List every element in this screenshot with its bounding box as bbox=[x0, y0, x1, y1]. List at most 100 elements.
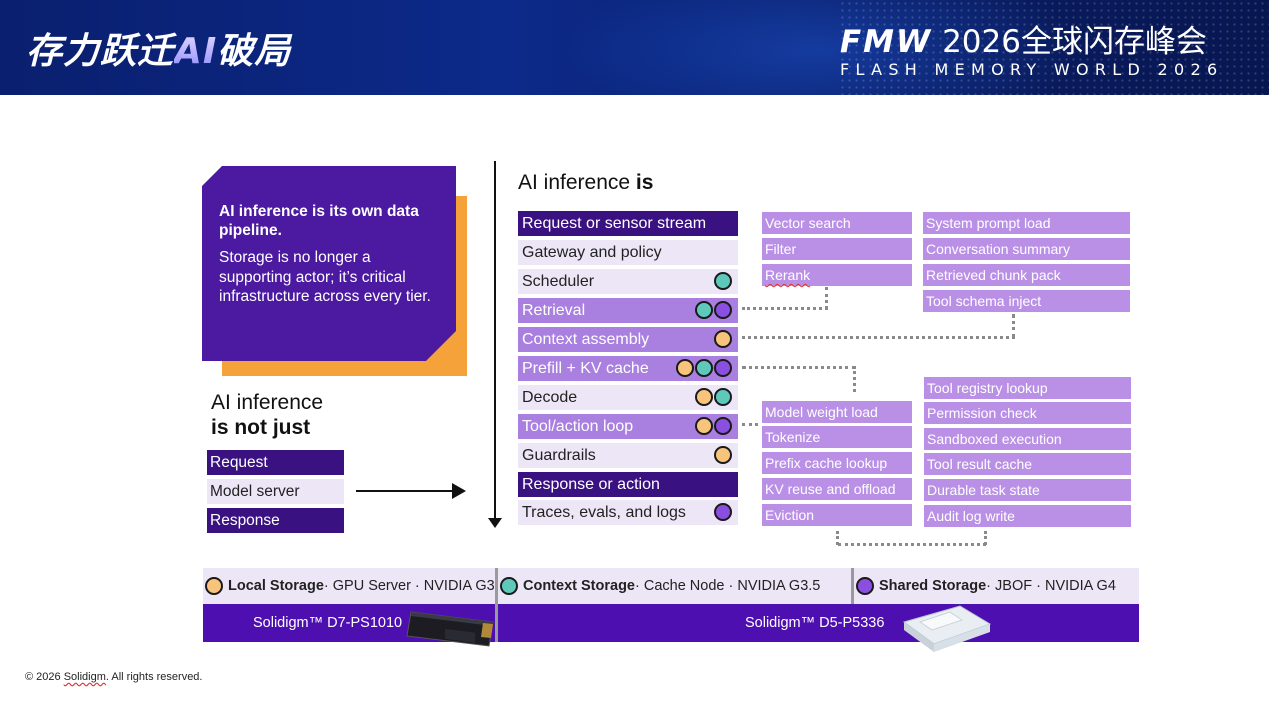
teal-dot-icon bbox=[500, 577, 518, 595]
pipeline-stage: Tool/action loop bbox=[518, 414, 738, 439]
connector-context bbox=[742, 336, 1015, 339]
tool-step: Tool registry lookup bbox=[924, 377, 1131, 399]
card-body: Storage is no longer a supporting actor;… bbox=[219, 249, 431, 305]
pipeline-stage: Request or sensor stream bbox=[518, 211, 738, 236]
copyright-pre: © 2026 bbox=[25, 671, 64, 683]
tier-name: Shared Storage bbox=[879, 578, 987, 594]
stage-label: Prefill + KV cache bbox=[522, 360, 649, 377]
slogan-pre: 存力跃迁 bbox=[26, 31, 175, 72]
context-step: Tool schema inject bbox=[923, 290, 1130, 312]
copyright: © 2026 Solidigm. All rights reserved. bbox=[25, 671, 202, 683]
purple-dot-icon bbox=[856, 577, 874, 595]
storage-tier-dots bbox=[695, 301, 732, 319]
purple-dot-icon bbox=[714, 301, 732, 319]
tier-detail: · Cache Node · NVIDIA G3.5 bbox=[635, 578, 821, 594]
not-just-item: Response bbox=[207, 508, 344, 533]
copyright-post: . All rights reserved. bbox=[105, 671, 203, 683]
pipeline-stage: Prefill + KV cache bbox=[518, 356, 738, 381]
context-step: System prompt load bbox=[923, 212, 1130, 234]
summary-card: AI inference is its own data pipeline. S… bbox=[202, 166, 456, 361]
tier-shared: Shared Storage · JBOF · NVIDIA G4 bbox=[854, 568, 1139, 604]
inference-is-bold: is bbox=[635, 171, 654, 194]
purple-dot-icon bbox=[714, 359, 732, 377]
tier-local: Local Storage · GPU Server · NVIDIA G3 bbox=[203, 568, 495, 604]
stage-label: Scheduler bbox=[522, 273, 595, 290]
pipeline-stage: Response or action bbox=[518, 472, 738, 497]
tier-separator bbox=[851, 568, 854, 604]
connector-bottom-v1 bbox=[836, 531, 839, 545]
teal-dot-icon bbox=[714, 272, 732, 290]
prefill-step: Tokenize bbox=[762, 426, 912, 448]
orange-dot-icon bbox=[714, 330, 732, 348]
retrieval-step: Rerank bbox=[762, 264, 912, 286]
retrieval-step: Filter bbox=[762, 238, 912, 260]
not-just-item: Request bbox=[207, 450, 344, 475]
tier-name: Context Storage bbox=[523, 578, 635, 594]
event-title: FMW 2026全球闪存峰会 bbox=[840, 16, 1207, 61]
flow-line bbox=[494, 161, 496, 522]
connector-retrieval-v bbox=[825, 287, 828, 309]
purple-dot-icon bbox=[714, 417, 732, 435]
slogan-ai: AI bbox=[174, 31, 218, 72]
pipeline-stage: Decode bbox=[518, 385, 738, 410]
not-just-line2: is not just bbox=[211, 416, 311, 439]
orange-dot-icon bbox=[714, 446, 732, 464]
pipeline-stage: Retrieval bbox=[518, 298, 738, 323]
ssd-d7-image bbox=[406, 611, 494, 647]
not-just-item: Model server bbox=[207, 479, 344, 504]
stage-label: Retrieval bbox=[522, 302, 586, 319]
tier-detail: · GPU Server · NVIDIA G3 bbox=[323, 578, 495, 594]
ssd-d5-image bbox=[902, 605, 992, 652]
arrow-line bbox=[356, 490, 460, 492]
pipeline-stage: Context assembly bbox=[518, 327, 738, 352]
banner-glow bbox=[560, 0, 1080, 95]
connector-retrieval bbox=[742, 307, 828, 310]
pipeline-stage: Gateway and policy bbox=[518, 240, 738, 265]
stage-label: Gateway and policy bbox=[522, 244, 662, 261]
stage-label: Decode bbox=[522, 389, 578, 406]
slogan: 存力跃迁AI破局 bbox=[26, 22, 291, 74]
not-just-heading: AI inference is not just bbox=[211, 390, 323, 440]
tier-name: Local Storage bbox=[228, 578, 324, 594]
tool-step: Sandboxed execution bbox=[924, 428, 1131, 450]
tier-detail: · JBOF · NVIDIA G4 bbox=[986, 578, 1116, 594]
card-headline: AI inference is its own data pipeline. bbox=[219, 203, 419, 239]
arrow-down-icon bbox=[488, 518, 502, 528]
banner-dot-pattern bbox=[839, 0, 1269, 95]
event-name: 2026全球闪存峰会 bbox=[942, 24, 1207, 60]
context-step: Retrieved chunk pack bbox=[923, 264, 1130, 286]
product-d5: Solidigm™ D5-P5336 bbox=[498, 604, 1139, 642]
stage-label: Response or action bbox=[522, 476, 660, 493]
arrow-right-icon bbox=[452, 483, 466, 499]
tool-step: Audit log write bbox=[924, 505, 1131, 527]
pipeline-stage: Traces, evals, and logs bbox=[518, 500, 738, 525]
slogan-post: 破局 bbox=[217, 31, 292, 72]
stage-label: Context assembly bbox=[522, 331, 650, 348]
inference-is-heading: AI inference is bbox=[518, 171, 653, 195]
connector-bottom-v2 bbox=[984, 531, 987, 545]
teal-dot-icon bbox=[695, 301, 713, 319]
orange-dot-icon bbox=[676, 359, 694, 377]
stage-label: Traces, evals, and logs bbox=[522, 504, 686, 521]
tool-step: Permission check bbox=[924, 402, 1131, 424]
teal-dot-icon bbox=[714, 388, 732, 406]
retrieval-step: Vector search bbox=[762, 212, 912, 234]
connector-tool bbox=[742, 423, 758, 426]
prefill-step: Model weight load bbox=[762, 401, 912, 423]
tool-step: Durable task state bbox=[924, 479, 1131, 501]
connector-context-v bbox=[1012, 314, 1015, 338]
storage-tier-dots bbox=[695, 417, 732, 435]
event-subtitle: FLASH MEMORY WORLD 2026 bbox=[840, 60, 1224, 79]
stage-label: Guardrails bbox=[522, 447, 596, 464]
stage-label: Tool/action loop bbox=[522, 418, 634, 435]
stage-label: Request or sensor stream bbox=[522, 215, 707, 232]
storage-tier-dots bbox=[676, 359, 732, 377]
event-brand: FMW bbox=[840, 24, 933, 60]
context-step: Conversation summary bbox=[923, 238, 1130, 260]
pipeline-stage: Scheduler bbox=[518, 269, 738, 294]
storage-tier-dots bbox=[714, 503, 732, 521]
prefill-step: Prefix cache lookup bbox=[762, 452, 912, 474]
storage-tier-dots bbox=[714, 272, 732, 290]
tier-context: Context Storage · Cache Node · NVIDIA G3… bbox=[498, 568, 851, 604]
tier-separator bbox=[495, 568, 498, 642]
